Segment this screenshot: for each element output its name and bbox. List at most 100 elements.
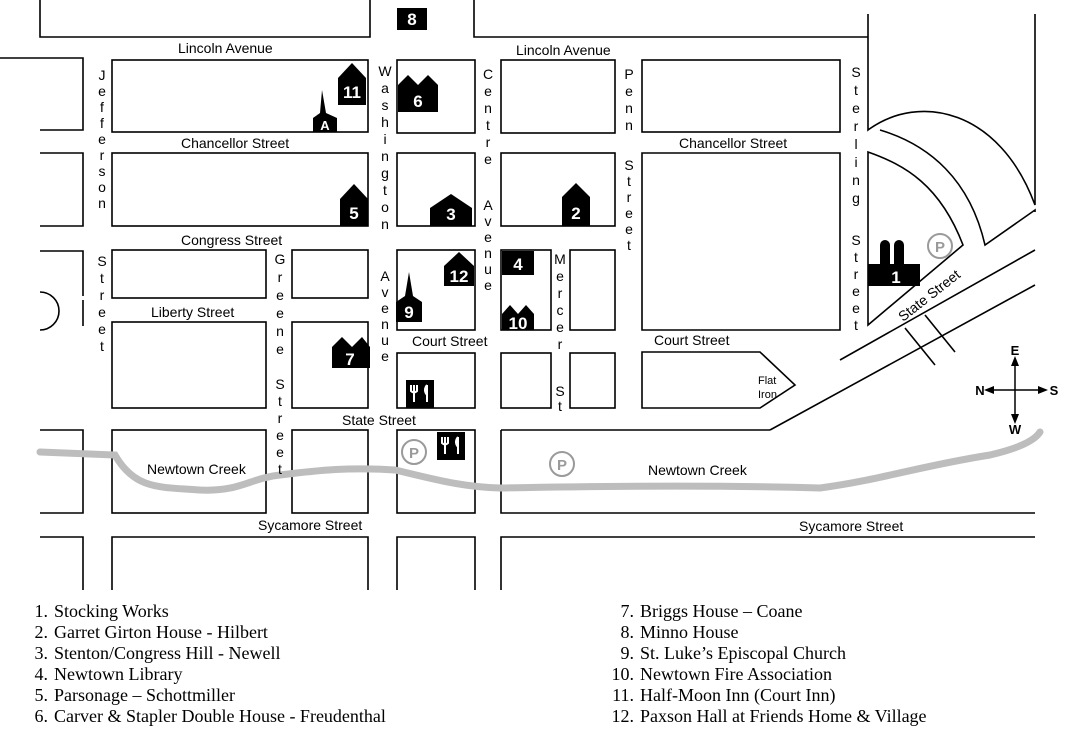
street-letter: e [556,319,564,335]
street-letter: o [381,199,389,215]
street-letter: S [555,383,564,399]
block [111,536,369,590]
marker-A[interactable]: A [313,90,337,133]
street-label-congress: Congress Street [181,232,282,248]
street-letter: r [854,118,859,134]
street-letter: e [276,427,284,443]
street-label-sycamore-east: Sycamore Street [799,518,903,534]
street-letter: n [98,195,106,211]
street-label-chancellor-east: Chancellor Street [679,135,787,151]
street-label-sycamore-west: Sycamore Street [258,517,362,533]
street-letter: r [278,410,283,426]
street-letter: v [382,284,389,300]
restaurant-icon[interactable] [406,380,434,408]
block [111,429,267,514]
block [39,0,371,38]
city-blocks [0,0,1036,590]
street-letter: e [381,348,389,364]
marker-5[interactable]: 5 [340,184,368,226]
street-label-mercer-st: St [555,383,564,414]
street-letter: M [554,251,566,267]
parking-icon[interactable]: P [401,439,427,465]
double-house-icon [332,337,370,368]
marker-4[interactable]: 4 [502,251,534,275]
street-letter: r [854,266,859,282]
newtown-creek [36,428,1044,494]
factory-icon [868,240,920,286]
street-letter: S [624,157,633,173]
legend-item: 4.Newtown Library [34,664,183,684]
parking-icon[interactable]: P [927,233,953,259]
block [111,249,267,299]
legend-item: 5.Parsonage – Schottmiller [34,685,235,705]
street-letter: e [852,283,860,299]
street-label-lincoln-east: Lincoln Avenue [516,42,611,58]
street-letter: e [98,83,106,99]
street-letter: n [381,316,389,332]
street-letter: o [98,179,106,195]
town-map: Lincoln Avenue Lincoln Avenue Chancellor… [0,0,1059,590]
street-letter: S [851,232,860,248]
block [111,321,267,409]
street-letter: e [381,300,389,316]
legend-item: 9.St. Luke’s Episcopal Church [620,643,846,663]
parking-icon[interactable]: P [549,451,575,477]
block [396,536,476,590]
street-letter: n [381,148,389,164]
street-label-court-east: Court Street [654,332,730,348]
street-label-centre-avenue: Avenue [483,197,493,293]
street-letter: g [852,190,860,206]
block [569,249,616,331]
marker-2-label: 2 [571,204,580,223]
legend-list-right: 7.Briggs House – Coane 8.Minno House 9.S… [610,601,927,727]
restaurant-icon[interactable] [437,432,465,460]
marker-10[interactable]: 7 [332,337,370,369]
street-label-sterling-street: Street [851,232,860,333]
marker-1[interactable]: 1 [868,240,920,287]
marker-11[interactable]: 10 [502,305,534,333]
marker-6[interactable]: 6 [398,75,438,112]
marker-9[interactable]: 9 [396,272,422,322]
marker-12[interactable]: 12 [444,252,474,286]
house-icon [338,63,366,105]
street-letter: e [98,304,106,320]
svg-text:P: P [935,239,945,256]
street-letter: e [276,444,284,460]
street-letter: t [558,398,562,414]
block [839,249,1036,361]
block [40,536,84,590]
compass-south: S [1050,383,1059,398]
marker-8[interactable]: 8 [397,8,427,30]
legend-item: 2.Garret Girton House - Hilbert [34,622,268,642]
street-letter: f [100,99,104,115]
svg-text:P: P [557,457,567,474]
street-letter: t [100,270,104,286]
block [291,249,369,299]
street-letter: u [381,332,389,348]
street-letter: s [382,97,389,113]
marker-3-label: 3 [446,205,455,224]
marker-7[interactable]: 11 [338,63,366,105]
block [40,429,84,514]
double-house-icon [398,75,438,112]
marker-2[interactable]: 2 [562,183,590,226]
street-letter: e [484,277,492,293]
block [40,250,84,326]
street-letter: t [100,338,104,354]
street-letter: v [485,213,492,229]
street-letter: S [275,376,284,392]
church-icon [396,272,422,322]
legend-item: 1.Stocking Works [34,601,169,621]
street-letter: r [558,285,563,301]
block [40,152,84,227]
marker-8-label: 8 [407,10,416,29]
marker-3[interactable]: 3 [430,194,472,226]
street-letter: G [275,251,286,267]
block [500,352,552,409]
marker-11-label: 10 [509,314,528,333]
marker-9-label: 9 [404,303,413,322]
